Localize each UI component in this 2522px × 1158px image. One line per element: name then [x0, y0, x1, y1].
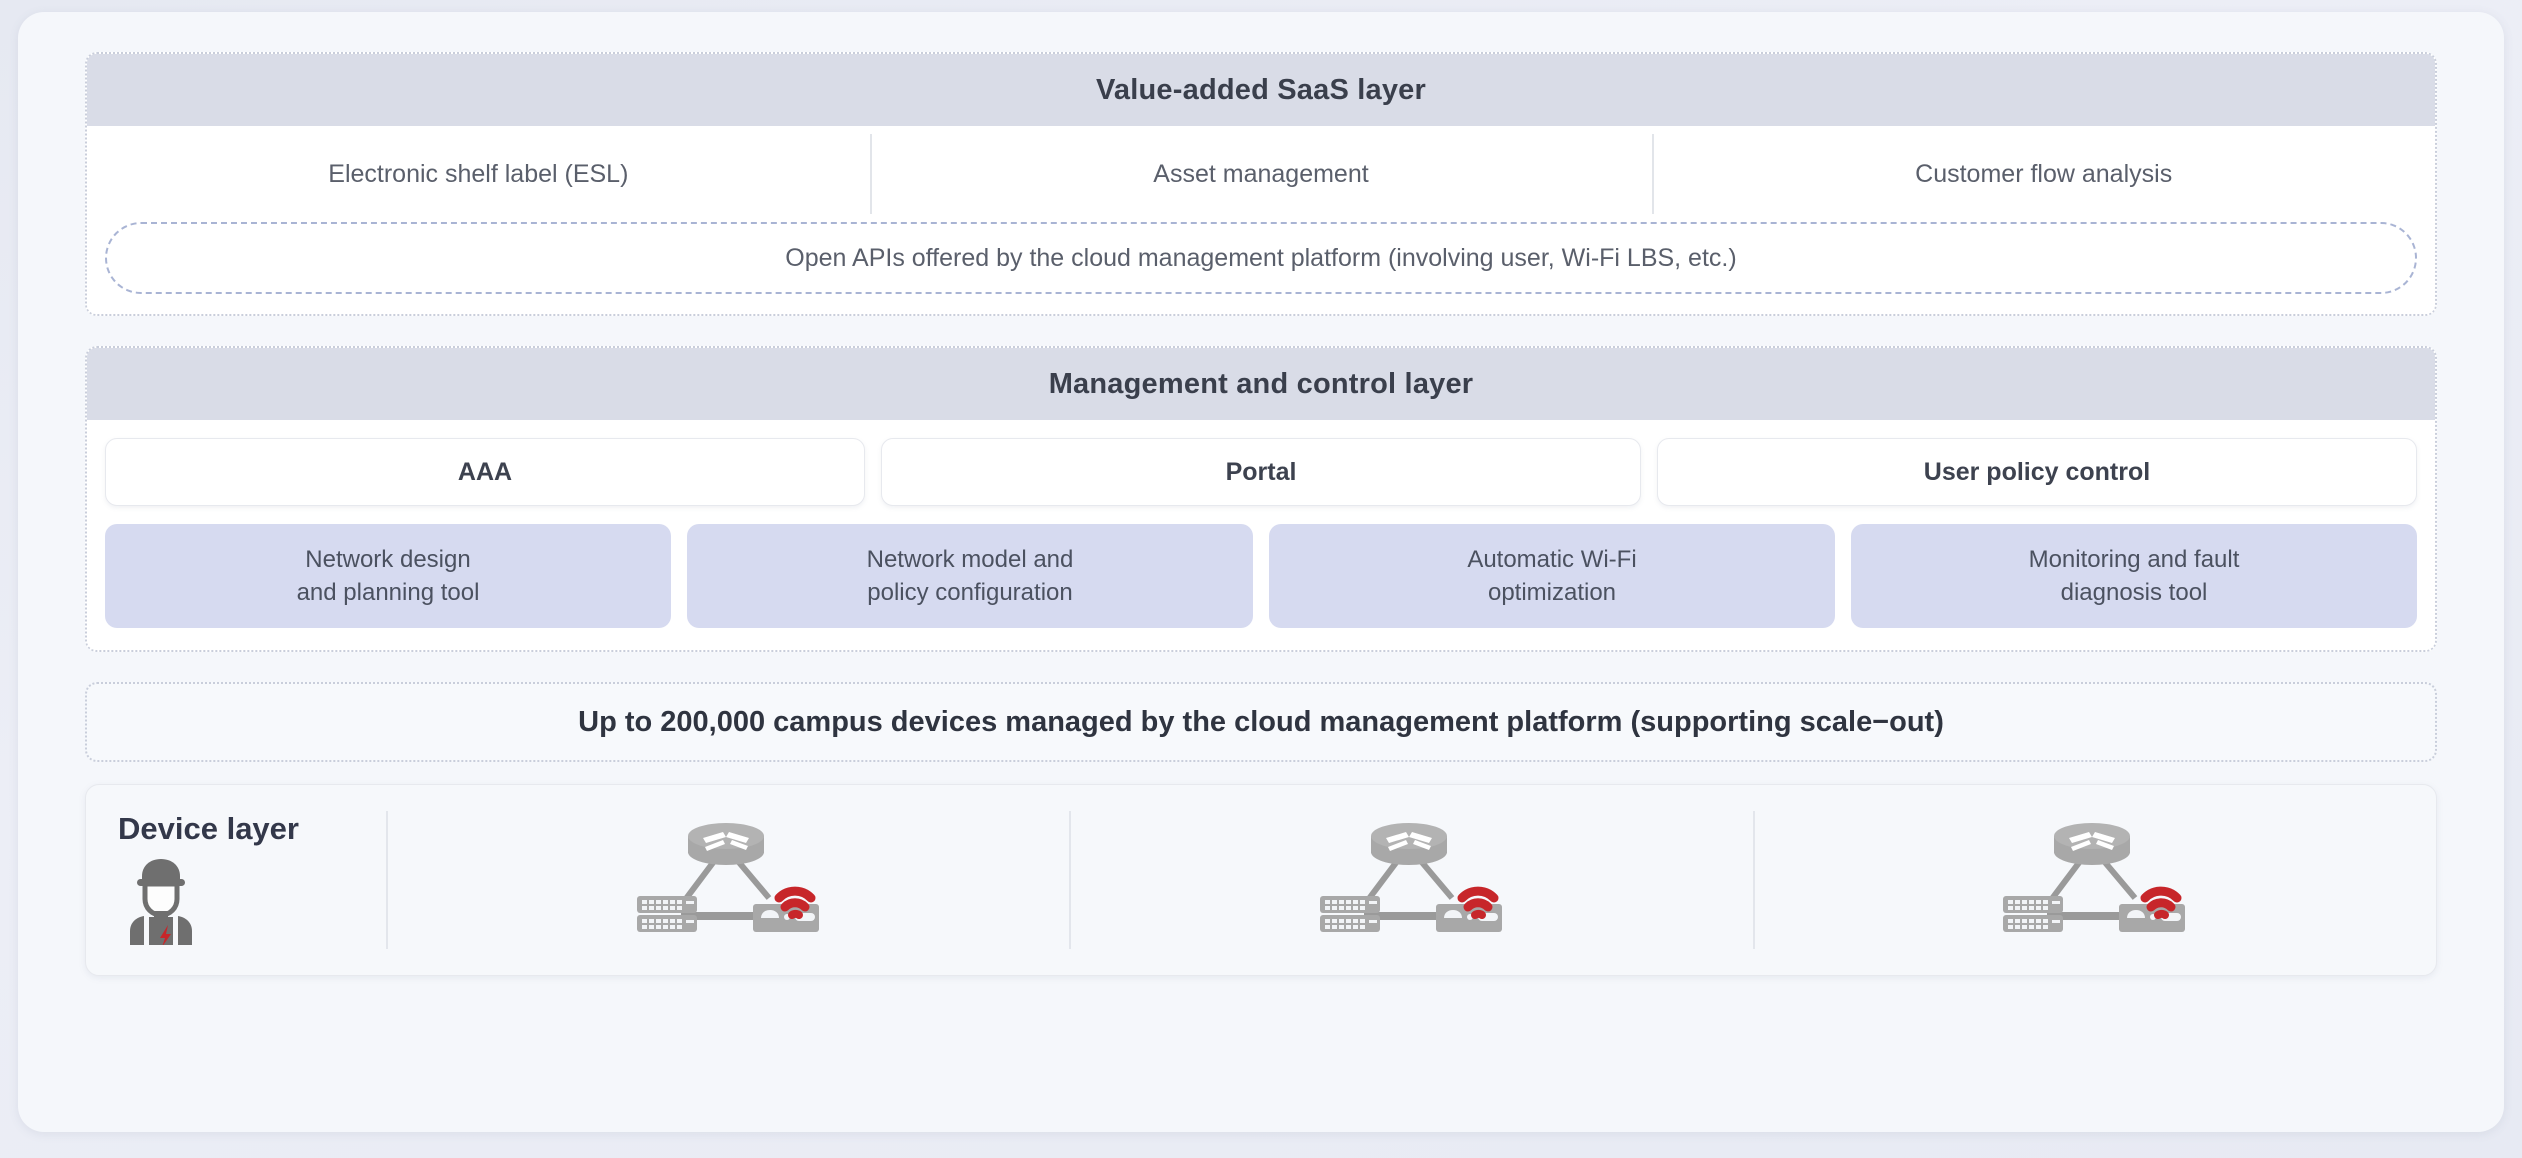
tool-card-automatic-wifi-optimization[interactable]: Automatic Wi-Fi optimization: [1269, 524, 1835, 628]
device-layer-title: Device layer: [118, 810, 299, 846]
device-layer-label-cell: Device layer: [86, 785, 386, 975]
open-apis-note: Open APIs offered by the cloud managemen…: [105, 222, 2417, 294]
device-layer-block: Device layer: [85, 784, 2437, 976]
service-card-user-policy-control[interactable]: User policy control: [1657, 438, 2417, 506]
saas-layer-title: Value-added SaaS layer: [87, 54, 2435, 126]
saas-service-row: Electronic shelf label (ESL) Asset manag…: [87, 126, 2435, 222]
layer-stack: Value-added SaaS layer Electronic shelf …: [85, 52, 2437, 976]
tool-card-line2: policy configuration: [867, 579, 1073, 606]
management-control-layer-block: Management and control layer AAA Portal …: [85, 346, 2437, 652]
service-card-aaa[interactable]: AAA: [105, 438, 865, 506]
tool-card-network-model-policy[interactable]: Network model and policy configuration: [687, 524, 1253, 628]
saas-cell-esl[interactable]: Electronic shelf label (ESL): [328, 159, 629, 188]
api-note-wrapper: Open APIs offered by the cloud managemen…: [87, 222, 2435, 314]
tool-card-line2: and planning tool: [296, 579, 480, 606]
service-card-portal[interactable]: Portal: [881, 438, 1641, 506]
tool-card-line1: Network design: [305, 545, 471, 573]
device-group-3[interactable]: [1752, 785, 2436, 975]
network-topology-icon: [1316, 818, 1506, 943]
management-service-row: AAA Portal User policy control: [105, 438, 2417, 506]
saas-cell-customer-flow-analysis[interactable]: Customer flow analysis: [1652, 126, 2435, 222]
scale-out-banner: Up to 200,000 campus devices managed by …: [85, 682, 2437, 762]
device-group-1[interactable]: [386, 785, 1069, 975]
network-topology-icon: [633, 818, 823, 943]
tool-card-line2: optimization: [1487, 579, 1617, 606]
tool-card-line2: diagnosis tool: [2060, 579, 2208, 606]
tool-card-network-design[interactable]: Network design and planning tool: [105, 524, 671, 628]
tool-card-monitoring-fault-diagnosis[interactable]: Monitoring and fault diagnosis tool: [1851, 524, 2417, 628]
network-topology-icon: [1999, 818, 2189, 943]
saas-cell-asset-management[interactable]: Asset management: [869, 126, 1653, 222]
tool-card-line1: Network model and: [866, 545, 1074, 573]
diagram-panel: Value-added SaaS layer Electronic shelf …: [18, 12, 2504, 1132]
tool-card-line1: Monitoring and fault: [2028, 545, 2240, 573]
tool-card-line1: Automatic Wi-Fi: [1467, 545, 1637, 573]
field-engineer-icon: [118, 853, 204, 950]
device-group-2[interactable]: [1069, 785, 1752, 975]
management-layer-body: AAA Portal User policy control Network d…: [87, 420, 2435, 650]
value-added-saas-layer-block: Value-added SaaS layer Electronic shelf …: [85, 52, 2437, 316]
management-tool-row: Network design and planning tool Network…: [105, 524, 2417, 628]
management-layer-title: Management and control layer: [87, 348, 2435, 420]
